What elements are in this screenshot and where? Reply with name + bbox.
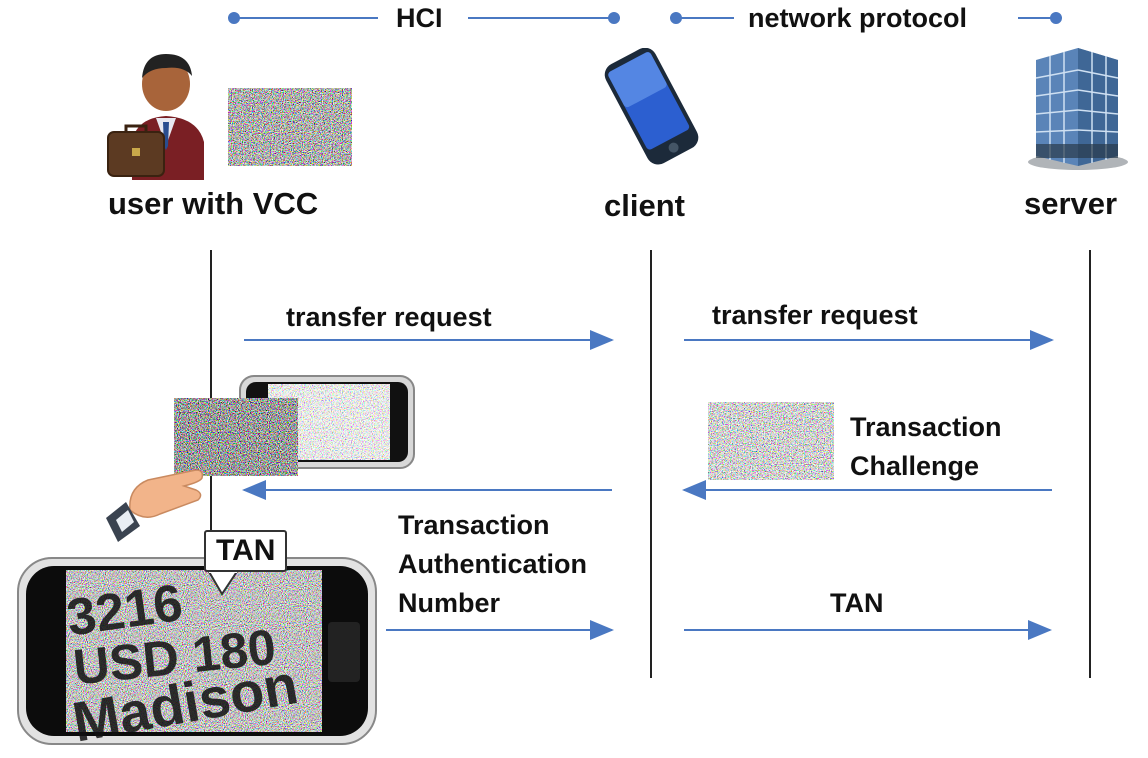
client-label: client bbox=[604, 188, 685, 223]
server-label: server bbox=[1024, 186, 1118, 221]
transaction-challenge-image bbox=[708, 402, 834, 480]
server-building-icon bbox=[1028, 48, 1128, 170]
transfer-request-label-client: transfer request bbox=[712, 300, 918, 330]
user-phone-icon: 3216 USD 180 Madison bbox=[17, 557, 377, 746]
hci-label: HCI bbox=[396, 3, 443, 33]
businessman-icon bbox=[107, 54, 204, 180]
user-label: user with VCC bbox=[108, 186, 319, 221]
tan-speech-bubble: TAN bbox=[204, 530, 288, 572]
challenge-label: Transaction Challenge bbox=[850, 412, 1002, 481]
visual-cryptography-card-icon bbox=[228, 88, 352, 166]
tan-label-server: TAN bbox=[830, 588, 884, 618]
protocol-header bbox=[228, 12, 1062, 24]
smartphone-icon bbox=[604, 48, 699, 165]
server-lifeline bbox=[1089, 250, 1091, 678]
vcc-overlay-card bbox=[174, 398, 298, 476]
hand-icon bbox=[106, 469, 204, 542]
transfer-request-label-user: transfer request bbox=[286, 302, 492, 332]
client-lifeline bbox=[650, 250, 652, 678]
network-protocol-label: network protocol bbox=[748, 3, 968, 33]
speech-bubble-tail bbox=[206, 570, 240, 596]
tan-authentication-label: Transaction Authentication Number bbox=[398, 510, 587, 618]
